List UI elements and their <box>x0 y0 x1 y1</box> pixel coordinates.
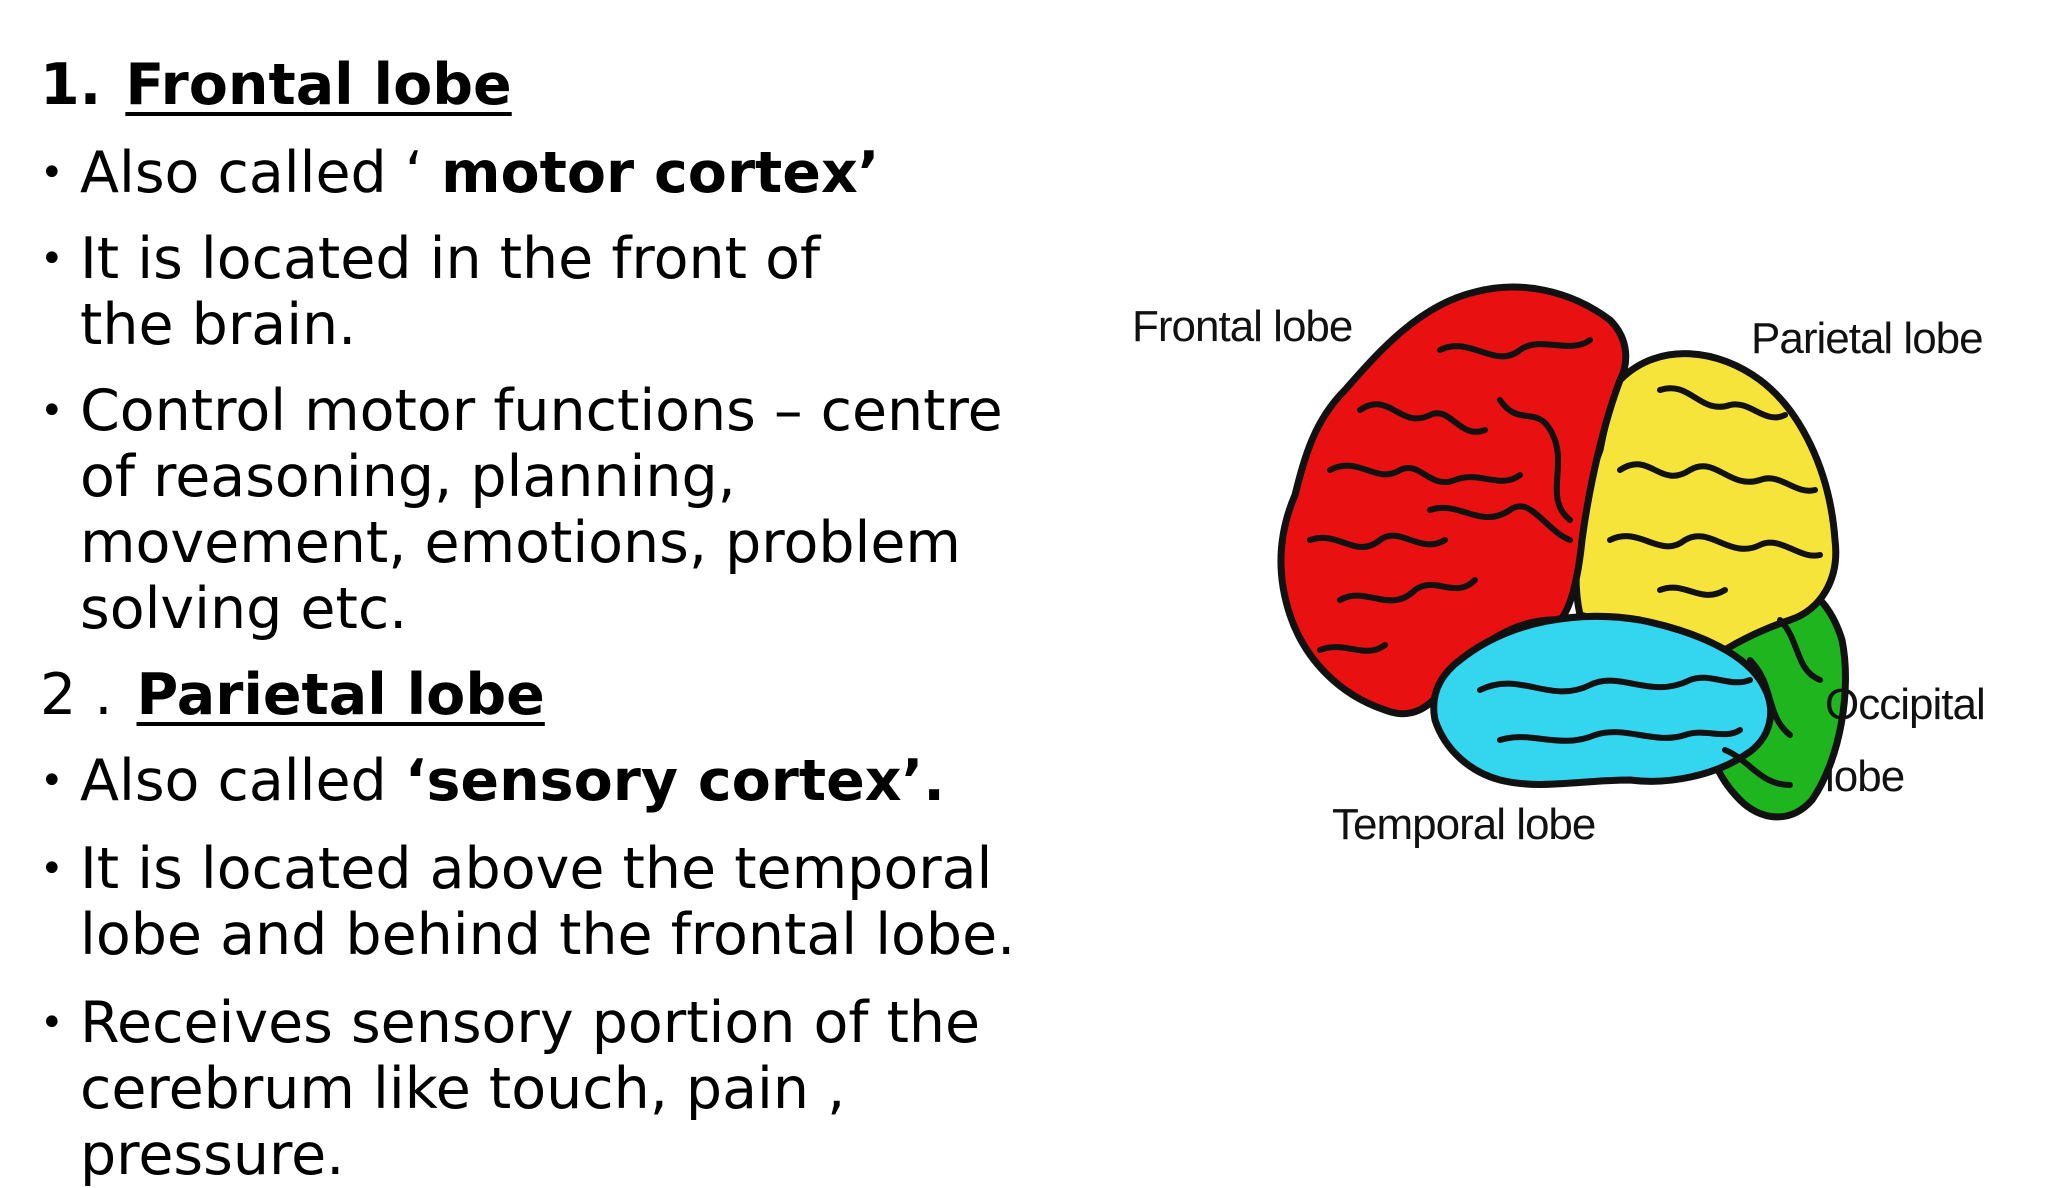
bullet-bold-text: ‘sensory cortex’. <box>404 748 945 814</box>
heading-number: 2 . <box>40 662 113 728</box>
brain-folds <box>1307 337 1823 788</box>
bullet-text: Receives sensory portion of the cerebrum… <box>80 990 981 1188</box>
brain-illustration <box>1277 283 1849 821</box>
heading-number: 1. <box>40 52 102 118</box>
bullet-text: Also called ‘ <box>80 140 442 206</box>
bullet-dot: • <box>40 388 64 434</box>
bullet-text: It is located above the temporal lobe an… <box>80 836 1016 968</box>
occipital-lobe-label-line2: lobe <box>1825 752 1905 801</box>
bullet-text: Also called <box>80 748 405 814</box>
bullet-dot: • <box>40 150 64 196</box>
bullet-bold-text: motor cortex’ <box>441 140 880 206</box>
bullet-dot: • <box>40 758 64 804</box>
temporal-lobe-region <box>1430 612 1775 788</box>
parietal-lobe-label: Parietal lobe <box>1751 314 1984 363</box>
heading-title: Frontal lobe <box>125 52 512 118</box>
section-heading-parietal: 2 . Parietal lobe <box>40 662 545 728</box>
brain-lobes-diagram: Frontal lobe Parietal lobe Occipital lob… <box>1100 240 2020 900</box>
section-heading-frontal: 1. Frontal lobe <box>40 52 512 118</box>
occipital-lobe-label-line1: Occipital <box>1825 680 1986 729</box>
bullet-dot: • <box>40 1000 64 1046</box>
temporal-lobe-label: Temporal lobe <box>1332 800 1596 849</box>
heading-title: Parietal lobe <box>136 662 545 728</box>
frontal-lobe-label: Frontal lobe <box>1132 302 1353 351</box>
bullet-text: Control motor functions – centre of reas… <box>80 378 1003 642</box>
bullet-dot: • <box>40 846 64 892</box>
bullet-dot: • <box>40 236 64 282</box>
bullet-text: It is located in the front of the brain. <box>80 226 821 358</box>
